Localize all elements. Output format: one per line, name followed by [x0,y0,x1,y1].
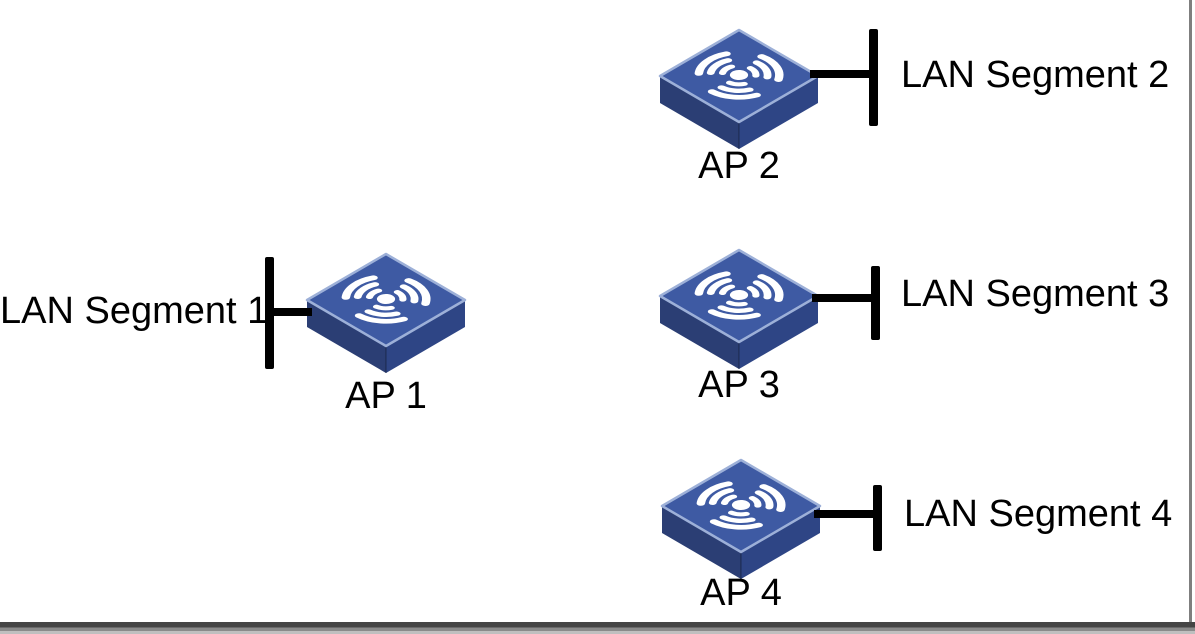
connector-line [812,294,874,302]
frame-border-right [1189,0,1192,634]
ap-label: AP 4 [700,572,782,614]
lan-segment-bar [873,485,882,551]
wireless-ap-icon [658,248,820,372]
lan-segment-label: LAN Segment 4 [904,493,1173,535]
ap-label: AP 3 [698,364,780,406]
connector-line [814,510,876,518]
ap-label: AP 2 [698,145,780,187]
lan-segment-label: LAN Segment 2 [901,54,1170,96]
lan-segment-bar [871,266,880,340]
lan-segment-bar [265,257,274,369]
lan-segment-label: LAN Segment 1 [0,290,269,332]
frame-border-bottom [0,622,1195,634]
connector-line [272,308,312,316]
ap-label: AP 1 [345,375,427,417]
connector-line [810,70,872,78]
lan-segment-bar [869,29,878,126]
wireless-ap-icon [660,458,822,582]
wireless-ap-icon [305,252,467,376]
wireless-ap-icon [658,28,820,152]
lan-segment-label: LAN Segment 3 [901,273,1170,315]
